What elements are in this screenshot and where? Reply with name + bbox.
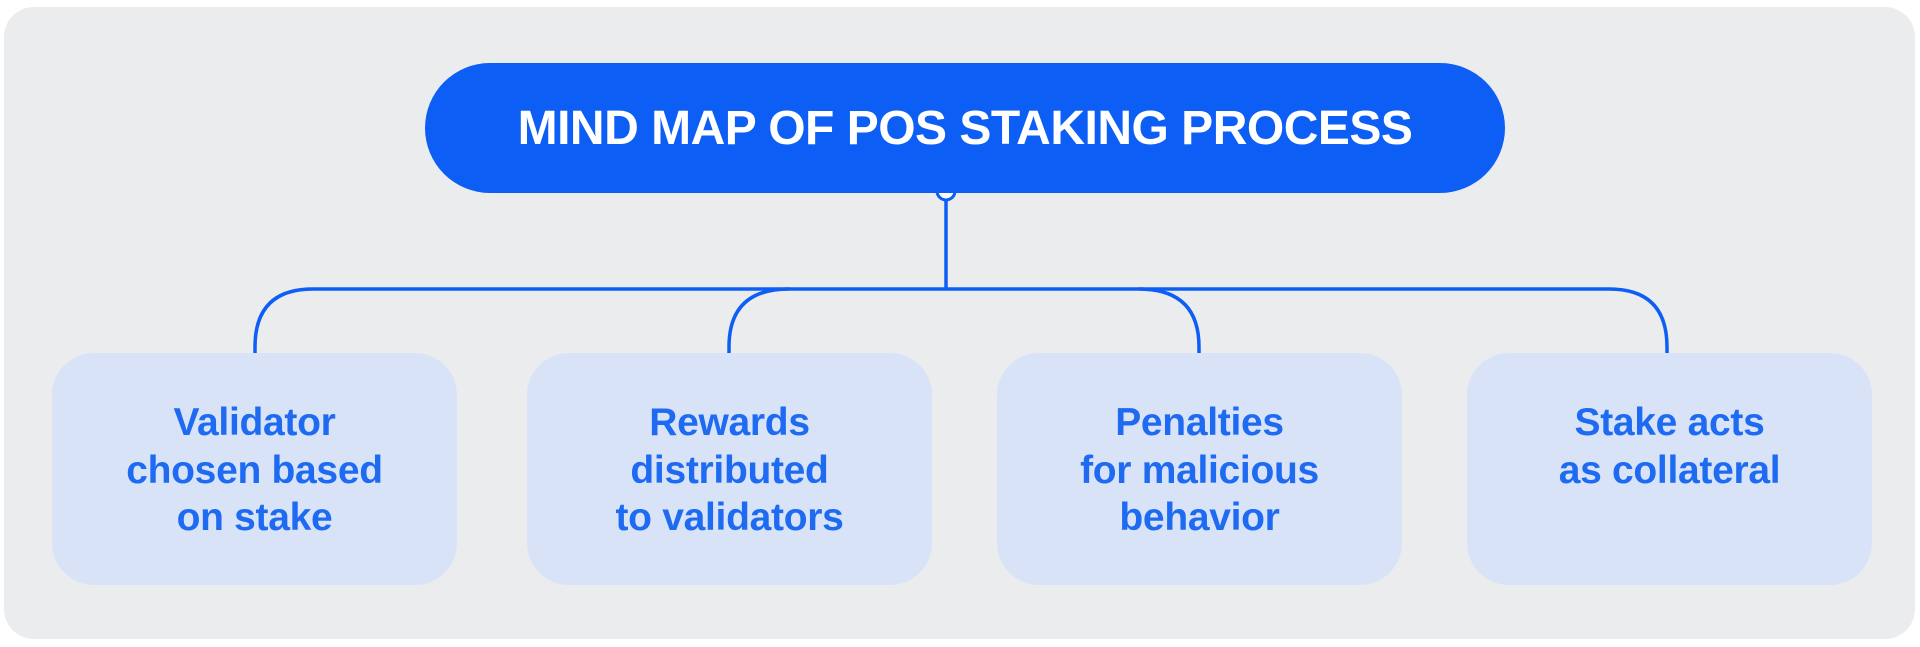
node-validator-chosen: Validator chosen based on stake [52, 353, 457, 585]
root-node: MIND MAP OF POS STAKING PROCESS [425, 63, 1505, 193]
node-label: Rewards distributed to validators [615, 401, 844, 540]
node-rewards-distributed: Rewards distributed to validators [527, 353, 932, 585]
node-label: Stake acts as collateral [1558, 401, 1781, 492]
node-label: Validator chosen based on stake [126, 401, 383, 540]
node-stake-collateral: Stake acts as collateral [1467, 353, 1872, 585]
node-label: Penalties for malicious behavior [1080, 401, 1319, 540]
node-penalties-malicious: Penalties for malicious behavior [997, 353, 1402, 585]
root-node-label: MIND MAP OF POS STAKING PROCESS [517, 101, 1413, 155]
connector-branch-2 [727, 287, 790, 353]
connector-rail [253, 287, 1669, 353]
connector-branch-3 [1138, 287, 1201, 353]
